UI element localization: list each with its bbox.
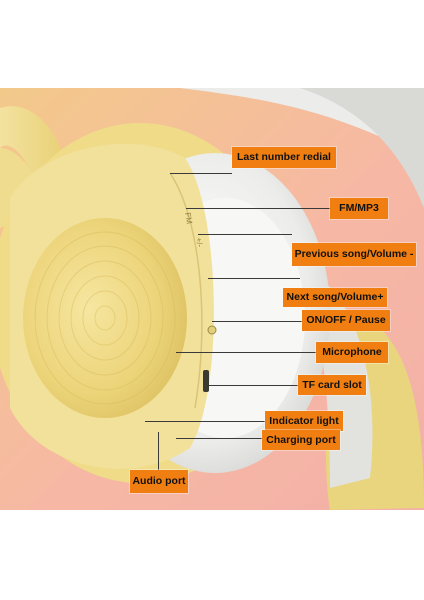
callout-audio-port: Audio port xyxy=(130,470,188,493)
leader-line xyxy=(176,438,262,439)
callout-indicator-light: Indicator light xyxy=(265,411,343,431)
leader-line xyxy=(198,234,292,235)
callout-on-off-pause: ON/OFF / Pause xyxy=(302,310,390,331)
leader-line xyxy=(170,173,232,174)
svg-text:+/-: +/- xyxy=(194,237,205,248)
leader-line xyxy=(206,385,298,386)
callout-microphone: Microphone xyxy=(316,342,388,363)
callout-last-number-redial: Last number redial xyxy=(232,147,336,168)
leader-line xyxy=(158,432,159,470)
callout-charging-port: Charging port xyxy=(262,430,340,450)
callout-fm-mp3: FM/MP3 xyxy=(330,198,388,219)
svg-text:FM: FM xyxy=(183,212,194,225)
headphones-photo: FM +/- xyxy=(0,88,424,510)
leader-line xyxy=(145,421,265,422)
callout-next-song-volume-up: Next song/Volume+ xyxy=(283,288,387,307)
callout-tf-card-slot: TF card slot xyxy=(298,375,366,395)
leader-line xyxy=(176,352,316,353)
leader-line xyxy=(208,278,300,279)
leader-line xyxy=(212,321,302,322)
callout-previous-song-volume-down: Previous song/Volume - xyxy=(292,243,416,266)
leader-line xyxy=(186,208,330,209)
